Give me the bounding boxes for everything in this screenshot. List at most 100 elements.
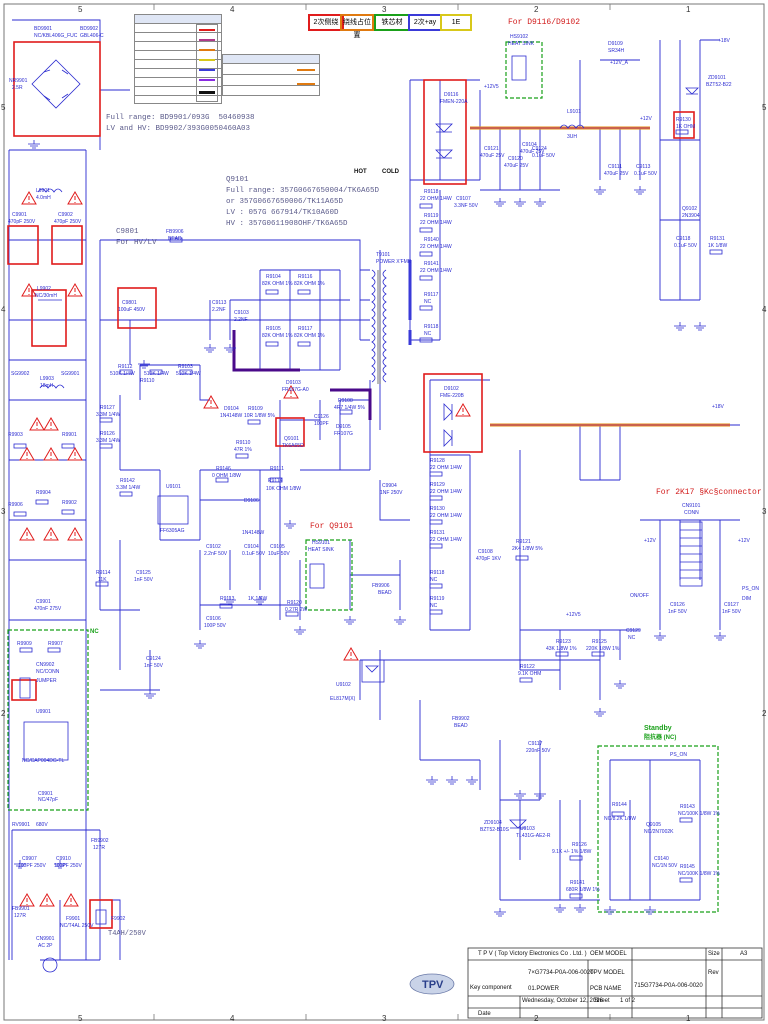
component-label: R9118 xyxy=(424,324,439,330)
ground-symbol xyxy=(194,640,206,649)
component-label: NC/T4AL 250V xyxy=(60,923,94,929)
ground-symbol xyxy=(28,140,40,149)
component-label: NR9901 xyxy=(9,78,28,84)
component-label: C9126 xyxy=(670,602,685,608)
tpv-logo-text: TPV xyxy=(422,979,444,991)
grid-column-label: 5 xyxy=(78,5,83,14)
component-label: GBL406-C xyxy=(80,33,104,39)
tb-sheet-value: 1 of 2 xyxy=(620,998,636,1004)
warning-triangle-icon xyxy=(43,527,59,541)
component-label: 100uF 450V xyxy=(118,307,146,313)
component-label: R9126 xyxy=(100,431,115,437)
tb-date-value: Wednesday, October 12, 2016 xyxy=(522,998,603,1004)
component-label: 100PF 250V xyxy=(18,863,46,869)
component-label: FF6305AG xyxy=(160,528,185,534)
component-label: C9121 xyxy=(484,146,499,152)
resistor-body xyxy=(269,477,283,483)
grid-column-label: 4 xyxy=(230,5,235,14)
component-label: D9116 xyxy=(444,92,459,98)
ground-symbol xyxy=(446,776,458,785)
component-label: NC xyxy=(424,331,432,337)
component-label: R9131 xyxy=(710,236,725,242)
resistor-body xyxy=(119,369,133,375)
green-dashed-boxes xyxy=(7,41,719,913)
component-label: ZD9101 xyxy=(708,75,726,81)
component-label: 10R 1/8W 5% xyxy=(244,413,275,419)
resistor-body xyxy=(35,499,49,505)
component-label: F9902 xyxy=(111,916,125,922)
resistor-body xyxy=(285,611,299,617)
cold-side-label: COLD xyxy=(382,169,399,175)
f9902-fuse-rating: T4AH/250V xyxy=(108,930,146,938)
component-label: C9907 xyxy=(22,856,37,862)
component-label: C9113 xyxy=(636,164,651,170)
resistor-body xyxy=(19,647,33,653)
tb-key-component-label: Key component xyxy=(470,985,512,991)
component-label: 2.2nF 50V xyxy=(204,551,228,557)
component-label: 1N4148W xyxy=(220,413,243,419)
component-label: 470uF 25V xyxy=(504,163,529,169)
ground-symbol xyxy=(466,776,478,785)
resistor-body xyxy=(429,519,443,525)
ground-symbol xyxy=(594,186,606,195)
ground-symbol xyxy=(284,520,296,529)
component-label: NC/1N 50V xyxy=(652,863,678,869)
component-label: 100P 50V xyxy=(204,623,227,629)
component-label: R9907 xyxy=(48,641,63,647)
resistor-body xyxy=(149,369,163,375)
component-label: C9104 xyxy=(244,544,259,550)
component-label: NC/47pF xyxy=(38,797,58,803)
component-label: 470uF 25V xyxy=(604,171,629,177)
tpv-logo-mark: TPV xyxy=(409,973,455,995)
swatch xyxy=(199,39,215,41)
component-label: 18mH xyxy=(40,383,54,389)
component-label: C9102 xyxy=(206,544,221,550)
grid-marks xyxy=(153,4,611,1020)
component-label: F9901 xyxy=(66,916,80,922)
component-label: 127R xyxy=(14,913,26,919)
component-label: C9127 xyxy=(724,602,739,608)
component-label: BEAD xyxy=(378,590,392,596)
component-label: FB9902 xyxy=(91,838,109,844)
component-label: 9.1K OHM xyxy=(518,671,541,677)
note-for-q9101: For Q9101 xyxy=(310,522,354,531)
resistor-body xyxy=(265,341,279,347)
component-label: C9901 xyxy=(38,791,53,797)
component-label: ZD9104 xyxy=(484,820,502,826)
ground-symbol xyxy=(614,680,626,689)
component-label: R9119 xyxy=(430,596,445,602)
component-label: D9109 xyxy=(608,41,623,47)
warning-triangle-icon xyxy=(19,527,35,541)
tb-tpv-model-label: TPV MODEL xyxy=(590,970,625,976)
q9101-note-lv: LV : 057G 667914/TK10A60D xyxy=(226,209,339,217)
component-label: R9141 xyxy=(424,261,439,267)
component-label: 1K 1/8W xyxy=(708,243,727,249)
component-label: C9104 xyxy=(522,142,537,148)
grid-row-label: 5 xyxy=(762,103,767,112)
component-label: U9101 xyxy=(166,484,181,490)
component-label: FB9906 xyxy=(372,583,390,589)
c9801-note-title: C9801 xyxy=(116,228,139,236)
component-label: 43K 1/8W 1% xyxy=(546,646,577,652)
ground-symbol xyxy=(138,360,150,369)
component-label: 510K 1/4W xyxy=(110,371,135,377)
component-label: R9111 xyxy=(270,466,284,472)
resistor-body xyxy=(675,129,689,135)
component-label: R9121 xyxy=(516,539,531,545)
grid-row-label: 2 xyxy=(1,709,6,718)
component-label: BZT52-B10S xyxy=(480,827,510,833)
tb-pcb-value: 715G7734-P0A-006-0020 xyxy=(634,983,703,989)
warning-triangle-icon xyxy=(29,417,45,431)
component-label: C9129 xyxy=(626,628,641,634)
component-label: C9103 xyxy=(234,310,249,316)
ground-symbol xyxy=(344,616,356,625)
resistor-body xyxy=(99,417,113,423)
resistor-body xyxy=(515,555,529,561)
component-label: R9131 xyxy=(430,530,445,536)
component-label: AC 2P xyxy=(38,943,53,949)
component-label: R9146 xyxy=(216,466,231,472)
resistor-body xyxy=(429,495,443,501)
resistor-body xyxy=(569,855,583,861)
component-label: TL431G-AE2-R xyxy=(516,833,551,839)
drawing-frame xyxy=(3,3,765,1021)
